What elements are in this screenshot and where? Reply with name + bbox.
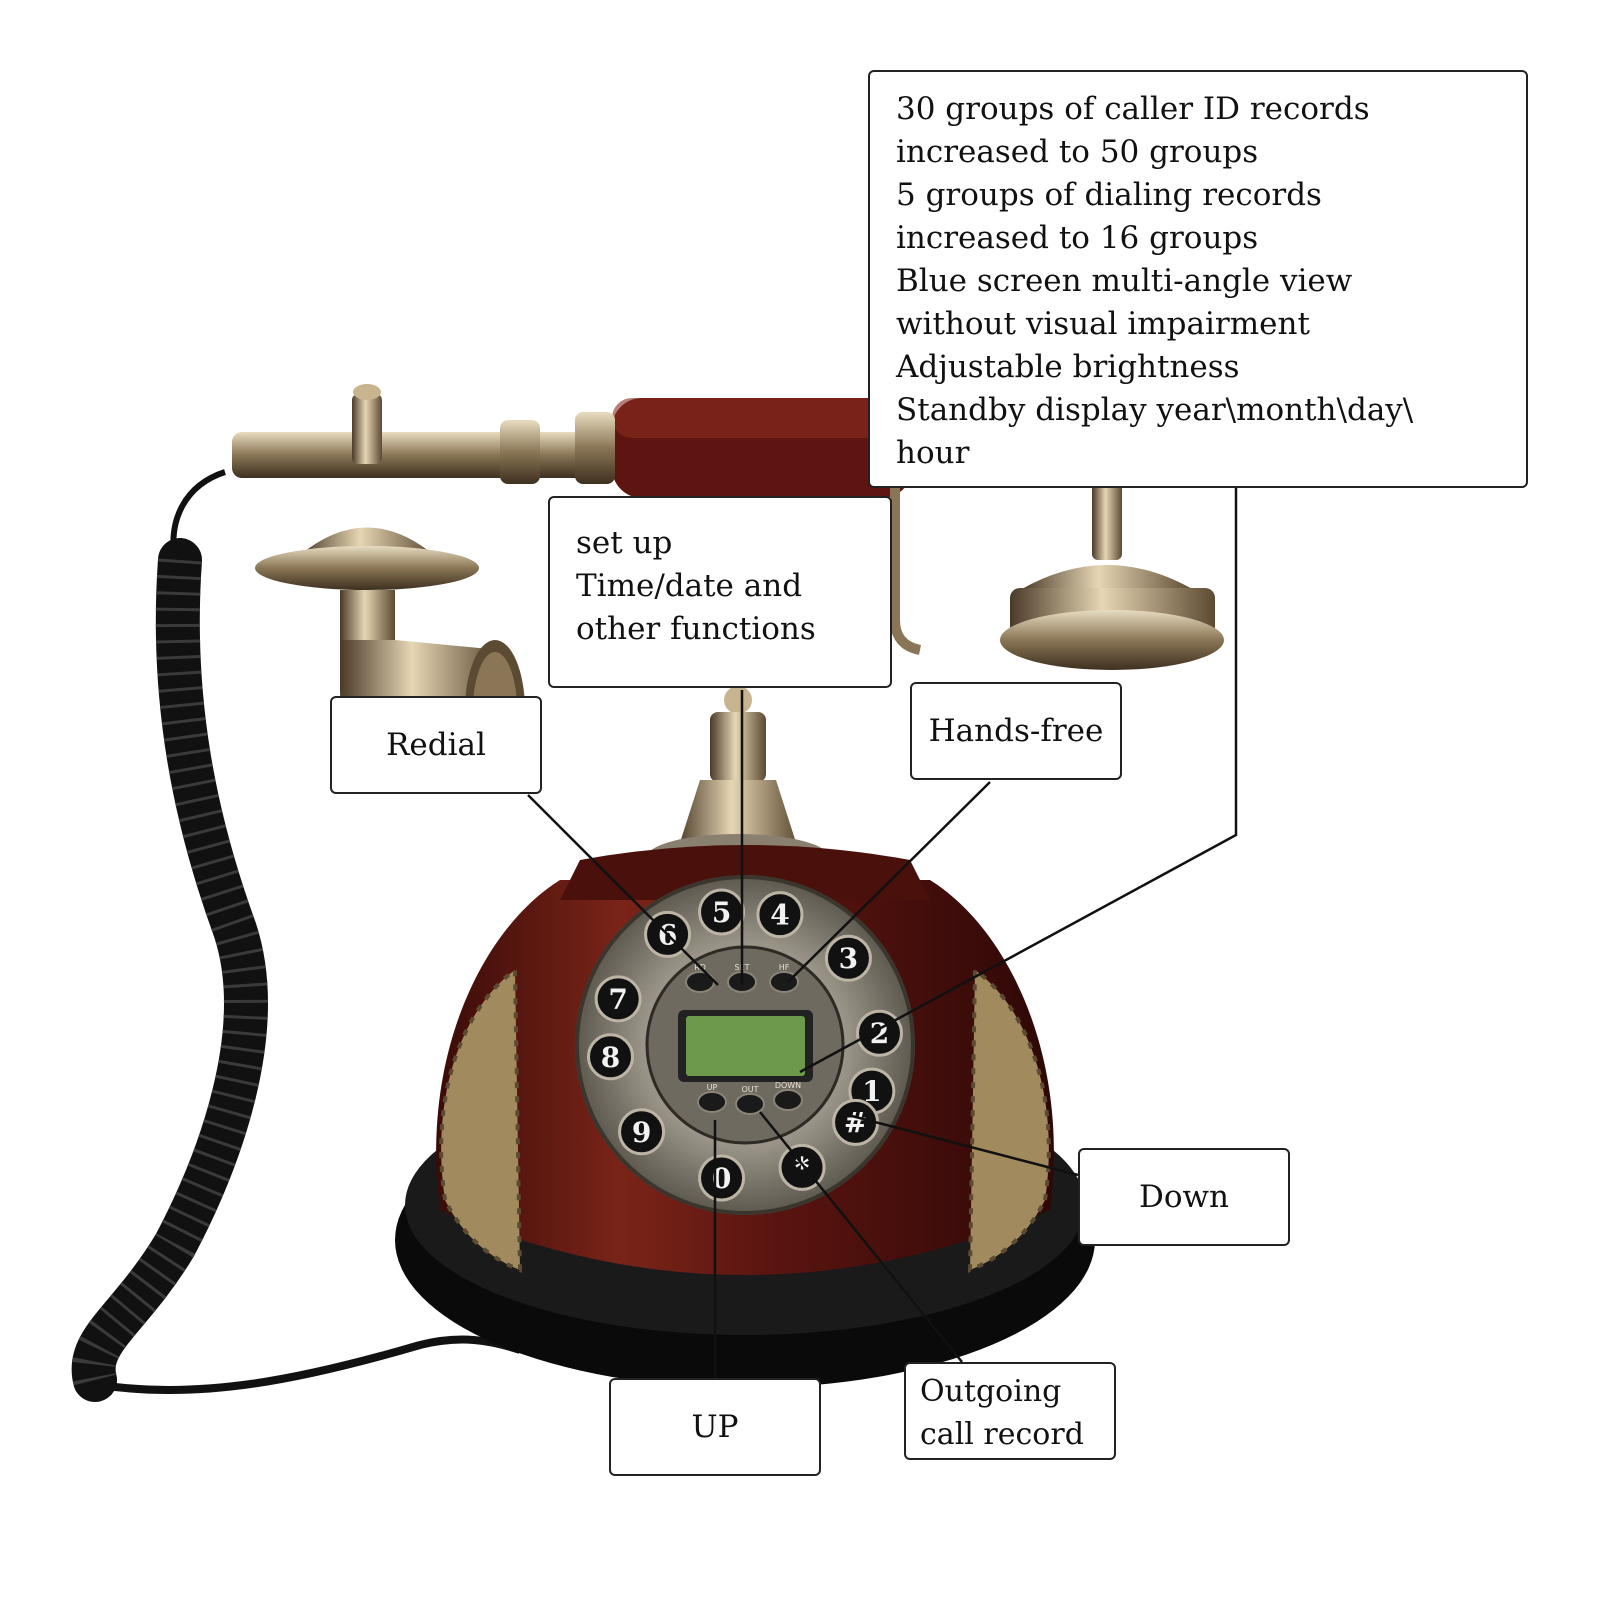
function-button-label: DOWN	[775, 1081, 801, 1090]
features-line: Blue screen multi-angle view	[896, 263, 1353, 299]
keypad-key-cap[interactable]	[824, 934, 872, 982]
features-line: increased to 50 groups	[896, 134, 1259, 170]
keypad-key-cap[interactable]	[594, 975, 642, 1023]
function-button[interactable]: OUT	[735, 1085, 765, 1115]
keypad-key[interactable]: 5	[698, 888, 746, 936]
keypad-key[interactable]: 3	[824, 934, 872, 982]
keypad-key-cap[interactable]	[698, 1154, 746, 1202]
leader-down	[847, 1113, 1079, 1177]
up-callout: UP	[609, 1378, 821, 1476]
features-line: increased to 16 groups	[896, 220, 1259, 256]
leader-lines	[527, 488, 1238, 1378]
setup-line: set up	[576, 525, 673, 561]
keypad-key-label: 0	[712, 1162, 731, 1195]
leader-handsfree	[787, 781, 991, 983]
function-button-cap[interactable]	[735, 1093, 765, 1115]
keypad-key[interactable]: 4	[756, 891, 804, 939]
setup-callout: set up Time/date and other functions	[548, 496, 892, 688]
keypad-key-cap[interactable]	[587, 1033, 635, 1081]
down-callout: Down	[1078, 1148, 1290, 1246]
keypad-key-cap[interactable]	[618, 1108, 666, 1156]
redial-callout: Redial	[330, 696, 542, 794]
features-line: hour	[896, 435, 970, 471]
setup-line: Time/date and	[576, 568, 803, 604]
keypad-key-label: #	[844, 1106, 867, 1139]
leader-outgoing	[759, 1111, 963, 1363]
function-button-label: OUT	[741, 1085, 758, 1094]
keypad-key-label: 9	[632, 1116, 651, 1149]
down-label: Down	[1138, 1178, 1230, 1215]
leader-features	[799, 488, 1238, 1074]
function-button-label: UP	[707, 1083, 718, 1092]
keypad-key[interactable]: 9	[618, 1108, 666, 1156]
function-button-cap[interactable]	[697, 1091, 727, 1113]
setup-line: other functions	[576, 611, 816, 647]
coiled-cord	[71, 469, 522, 1402]
function-button[interactable]: DOWN	[773, 1081, 803, 1111]
keypad-key-label: 7	[608, 983, 627, 1016]
function-button[interactable]: HF	[769, 963, 799, 993]
handsfree-label: Hands-free	[928, 712, 1104, 749]
keypad-key-label: 5	[712, 896, 731, 929]
keypad-key[interactable]: #	[832, 1098, 880, 1146]
function-button-cap[interactable]	[773, 1089, 803, 1111]
outgoing-line: call record	[920, 1417, 1084, 1452]
features-line: without visual impairment	[896, 306, 1310, 342]
keypad-key-cap[interactable]	[756, 891, 804, 939]
features-line: Standby display year\month\day\	[896, 392, 1414, 428]
leader-redial	[527, 794, 719, 986]
keypad-key[interactable]: 8	[587, 1033, 635, 1081]
features-line: 5 groups of dialing records	[896, 177, 1322, 213]
keypad-key[interactable]: 0	[698, 1154, 746, 1202]
features-line: Adjustable brightness	[896, 349, 1240, 385]
up-label: UP	[691, 1408, 739, 1445]
left-earpiece	[255, 384, 525, 780]
keypad-key-label: 1	[862, 1075, 881, 1108]
function-button[interactable]: UP	[697, 1083, 727, 1113]
keypad-key-label: 4	[770, 899, 789, 932]
keypad-key-cap[interactable]	[698, 888, 746, 936]
keypad-key[interactable]: 2	[855, 1009, 903, 1057]
handset-cradle	[232, 398, 922, 655]
keypad-key[interactable]: 7	[594, 975, 642, 1023]
outgoing-line: Outgoing	[920, 1374, 1062, 1409]
function-button-cap[interactable]	[769, 971, 799, 993]
function-button-cap[interactable]	[685, 971, 715, 993]
right-earpiece	[1000, 480, 1224, 670]
handsfree-callout: Hands-free	[910, 682, 1122, 780]
features-callout: 30 groups of caller ID records increased…	[868, 70, 1528, 488]
features-line: 30 groups of caller ID records	[896, 91, 1370, 127]
lcd-screen	[686, 1016, 805, 1076]
redial-label: Redial	[386, 726, 486, 763]
keypad-key-label: 3	[839, 942, 858, 975]
keypad-key-label: 8	[601, 1041, 620, 1074]
function-button-label: HF	[779, 963, 790, 972]
outgoing-call-record-callout: Outgoing call record	[904, 1362, 1116, 1460]
